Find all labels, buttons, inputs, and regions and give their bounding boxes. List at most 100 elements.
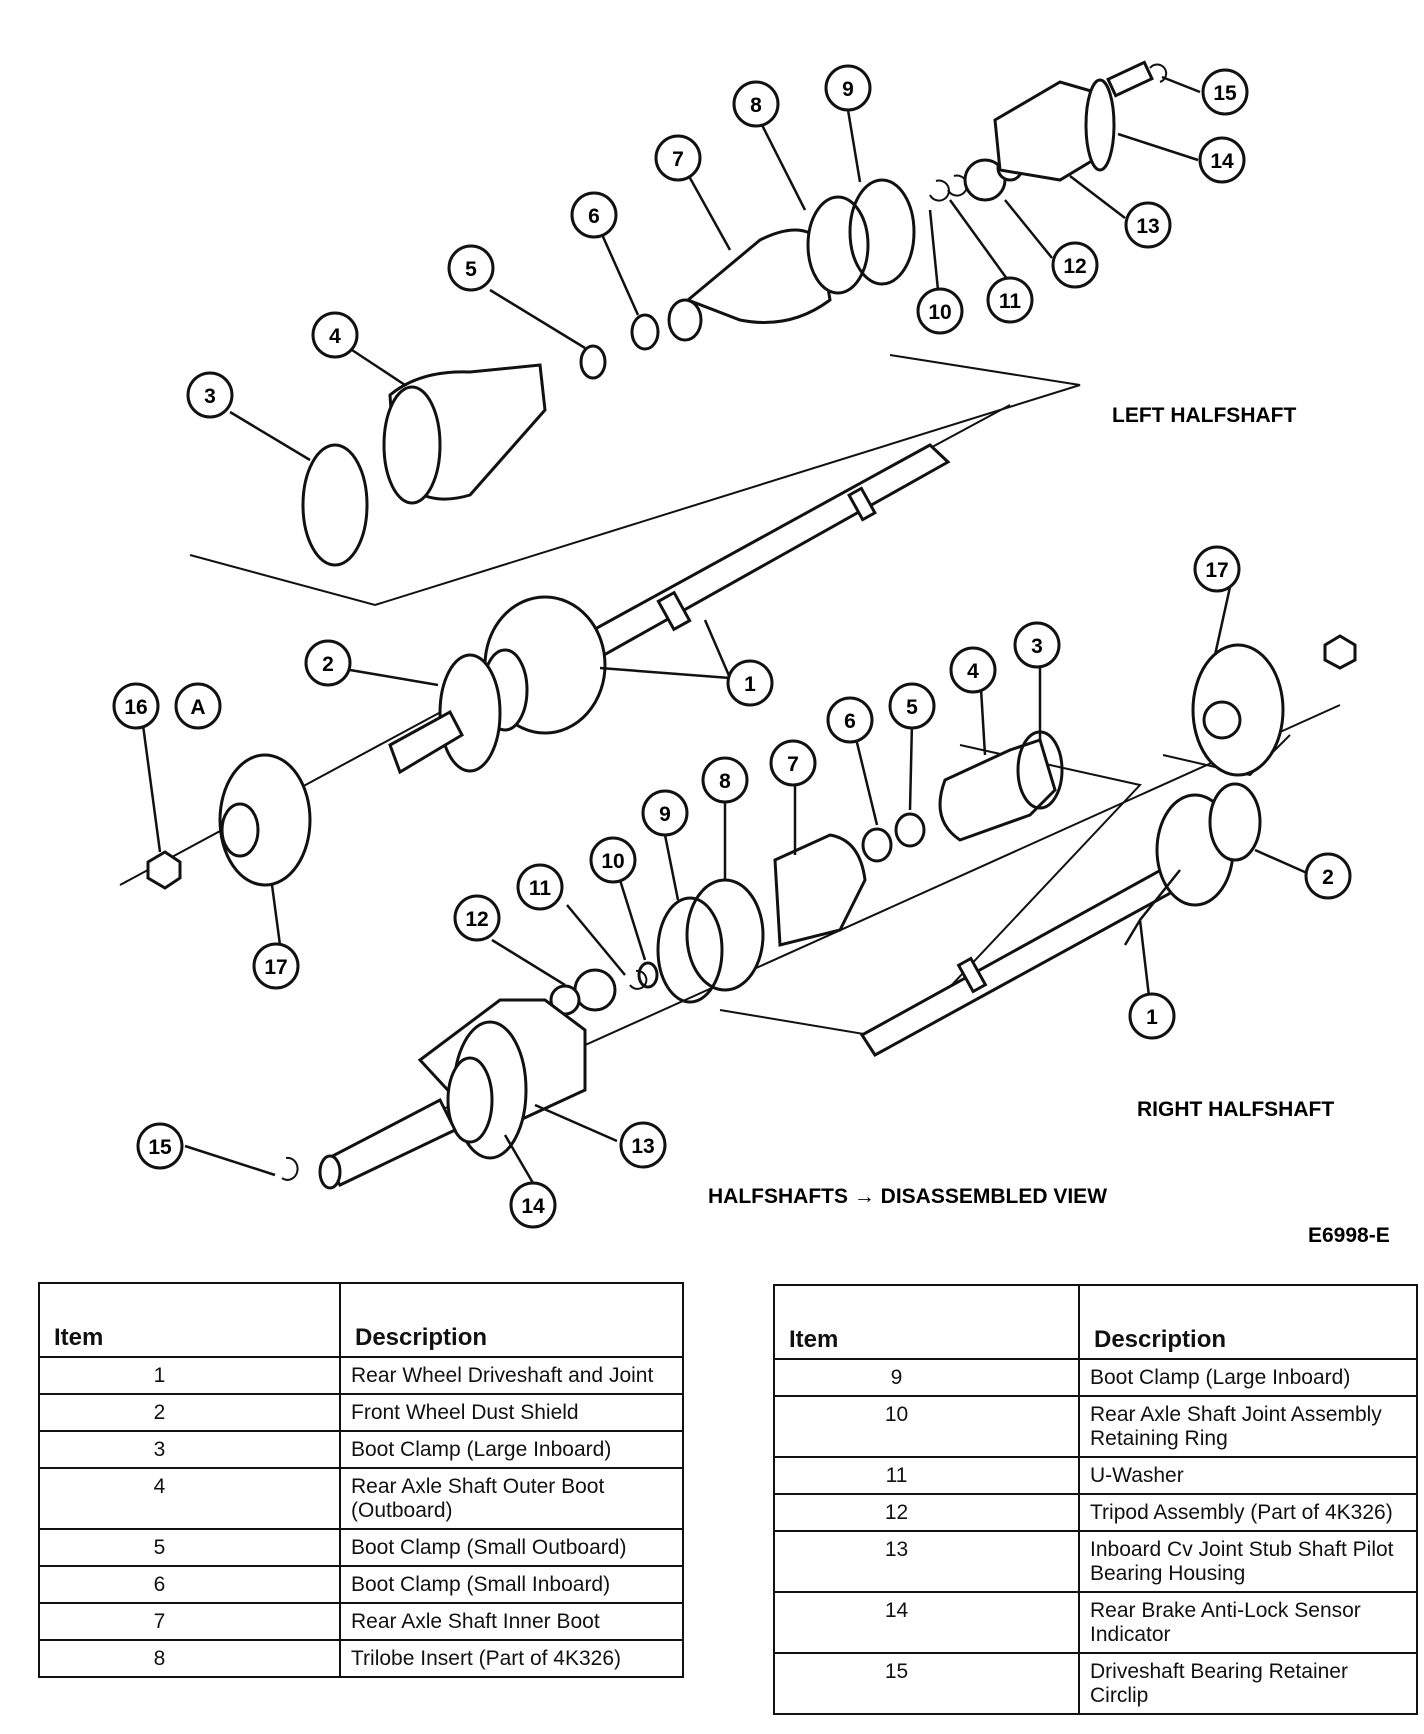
item-description: Trilobe Insert (Part of 4K326) — [339, 1639, 684, 1678]
left-hub-nut — [146, 850, 182, 890]
svg-text:8: 8 — [750, 94, 762, 117]
right-hub-plane-outline — [1162, 734, 1291, 777]
leader-r14 — [503, 1134, 535, 1184]
left-inner-boot-neck — [667, 298, 703, 342]
svg-text:9: 9 — [842, 78, 854, 101]
right-u-washer — [629, 969, 648, 990]
svg-text:A: A — [190, 696, 205, 719]
leader-l1 — [599, 619, 732, 680]
column-header-description: Description — [339, 1282, 684, 1358]
svg-text:15: 15 — [148, 1136, 172, 1159]
leader-r5 — [908, 721, 914, 811]
left-shaft-collar — [656, 590, 692, 632]
leader-l14 — [1117, 132, 1199, 162]
callout-r2: 2 — [1304, 852, 1352, 900]
left-halfshaft-assembly — [119, 60, 1168, 890]
svg-text:3: 3 — [204, 385, 216, 408]
figure-title: HALFSHAFTS → DISASSEMBLED VIEW — [708, 1185, 1107, 1208]
left-boot-clamp-large — [301, 443, 369, 567]
right-hub-nut — [1323, 634, 1357, 670]
right-tripod — [573, 968, 617, 1012]
right-housing-face — [446, 1056, 494, 1144]
figure-code: E6998-E — [1308, 1224, 1390, 1247]
leader-l7 — [688, 177, 732, 251]
left-stub-axle — [388, 709, 464, 775]
callout-l9: 9 — [824, 64, 872, 112]
right-stub-shaft — [322, 1097, 458, 1187]
item-description: Rear Wheel Driveshaft and Joint — [339, 1356, 684, 1395]
callout-l10: 10 — [916, 287, 964, 335]
callout-r8: 8 — [701, 756, 749, 804]
callout-r1: 1 — [1128, 992, 1176, 1040]
svg-text:5: 5 — [465, 258, 477, 281]
callout-r14: 14 — [509, 1181, 557, 1229]
left-circlip — [1149, 63, 1168, 83]
item-number: 7 — [38, 1602, 341, 1641]
callout-r5: 5 — [888, 682, 936, 730]
leader-r9 — [663, 834, 680, 901]
callout-l6: 6 — [570, 191, 618, 239]
left-dust-shield — [438, 653, 502, 773]
callout-l16: 16 — [112, 682, 160, 730]
callout-l7: 7 — [654, 134, 702, 182]
column-header-item: Item — [773, 1284, 1080, 1360]
item-number: 1 — [38, 1356, 341, 1395]
halfshafts-exploded-diagram: 15 14 13 12 11 10 9 8 7 6 5 4 3 2 1 16 A… — [112, 60, 1390, 1247]
svg-text:1: 1 — [744, 673, 756, 696]
svg-text:1: 1 — [1146, 1006, 1158, 1029]
leader-l10 — [928, 209, 940, 291]
item-description: Rear Brake Anti-Lock Sensor Indicator — [1078, 1591, 1418, 1654]
callout-l4: 4 — [311, 311, 359, 359]
callout-l5: 5 — [447, 244, 495, 292]
left-plane-outline — [189, 354, 1081, 607]
callout-r6: 6 — [826, 696, 874, 744]
left-retaining-ring — [929, 179, 950, 202]
item-description: Tripod Assembly (Part of 4K326) — [1078, 1493, 1418, 1532]
svg-text:14: 14 — [521, 1195, 545, 1218]
leader-r10 — [618, 879, 647, 961]
callout-r4: 4 — [949, 646, 997, 694]
item-number: 5 — [38, 1528, 341, 1567]
leader-l12 — [1004, 199, 1053, 259]
left-boot-clamp-small-outboard — [579, 344, 607, 380]
svg-text:4: 4 — [967, 660, 979, 683]
column-header-description: Description — [1078, 1284, 1418, 1360]
leader-r13 — [534, 1103, 618, 1143]
svg-text:2: 2 — [1322, 866, 1334, 889]
right-hub-center — [1202, 700, 1242, 740]
callout-l8: 8 — [732, 80, 780, 128]
leader-l8 — [760, 124, 807, 211]
item-number: 15 — [773, 1652, 1080, 1715]
item-number: 12 — [773, 1493, 1080, 1532]
svg-text:13: 13 — [1136, 215, 1159, 238]
svg-text:10: 10 — [928, 301, 951, 324]
callout-r17: 17 — [1193, 545, 1241, 593]
callout-l12: 12 — [1051, 241, 1099, 289]
leader-l16 — [141, 724, 162, 853]
item-number: 11 — [773, 1456, 1080, 1495]
leader-r11 — [566, 904, 626, 976]
callout-l11: 11 — [986, 276, 1034, 324]
svg-text:7: 7 — [672, 148, 684, 171]
callout-r10: 10 — [589, 836, 637, 884]
svg-text:14: 14 — [1210, 150, 1234, 173]
right-callouts: 17 2 3 4 5 6 7 8 9 10 11 12 13 14 15 1 — [136, 545, 1352, 1229]
leader-l4 — [351, 348, 406, 387]
svg-text:6: 6 — [588, 205, 600, 228]
right-shaft-collar — [956, 956, 988, 994]
right-outer-boot — [938, 738, 1057, 842]
right-retaining-ring — [637, 961, 659, 989]
leader-r17 — [1213, 586, 1232, 656]
svg-text:6: 6 — [844, 710, 856, 733]
left-boot-clamp-small-inboard — [630, 313, 660, 351]
svg-text:12: 12 — [1063, 255, 1086, 278]
svg-text:7: 7 — [787, 753, 799, 776]
